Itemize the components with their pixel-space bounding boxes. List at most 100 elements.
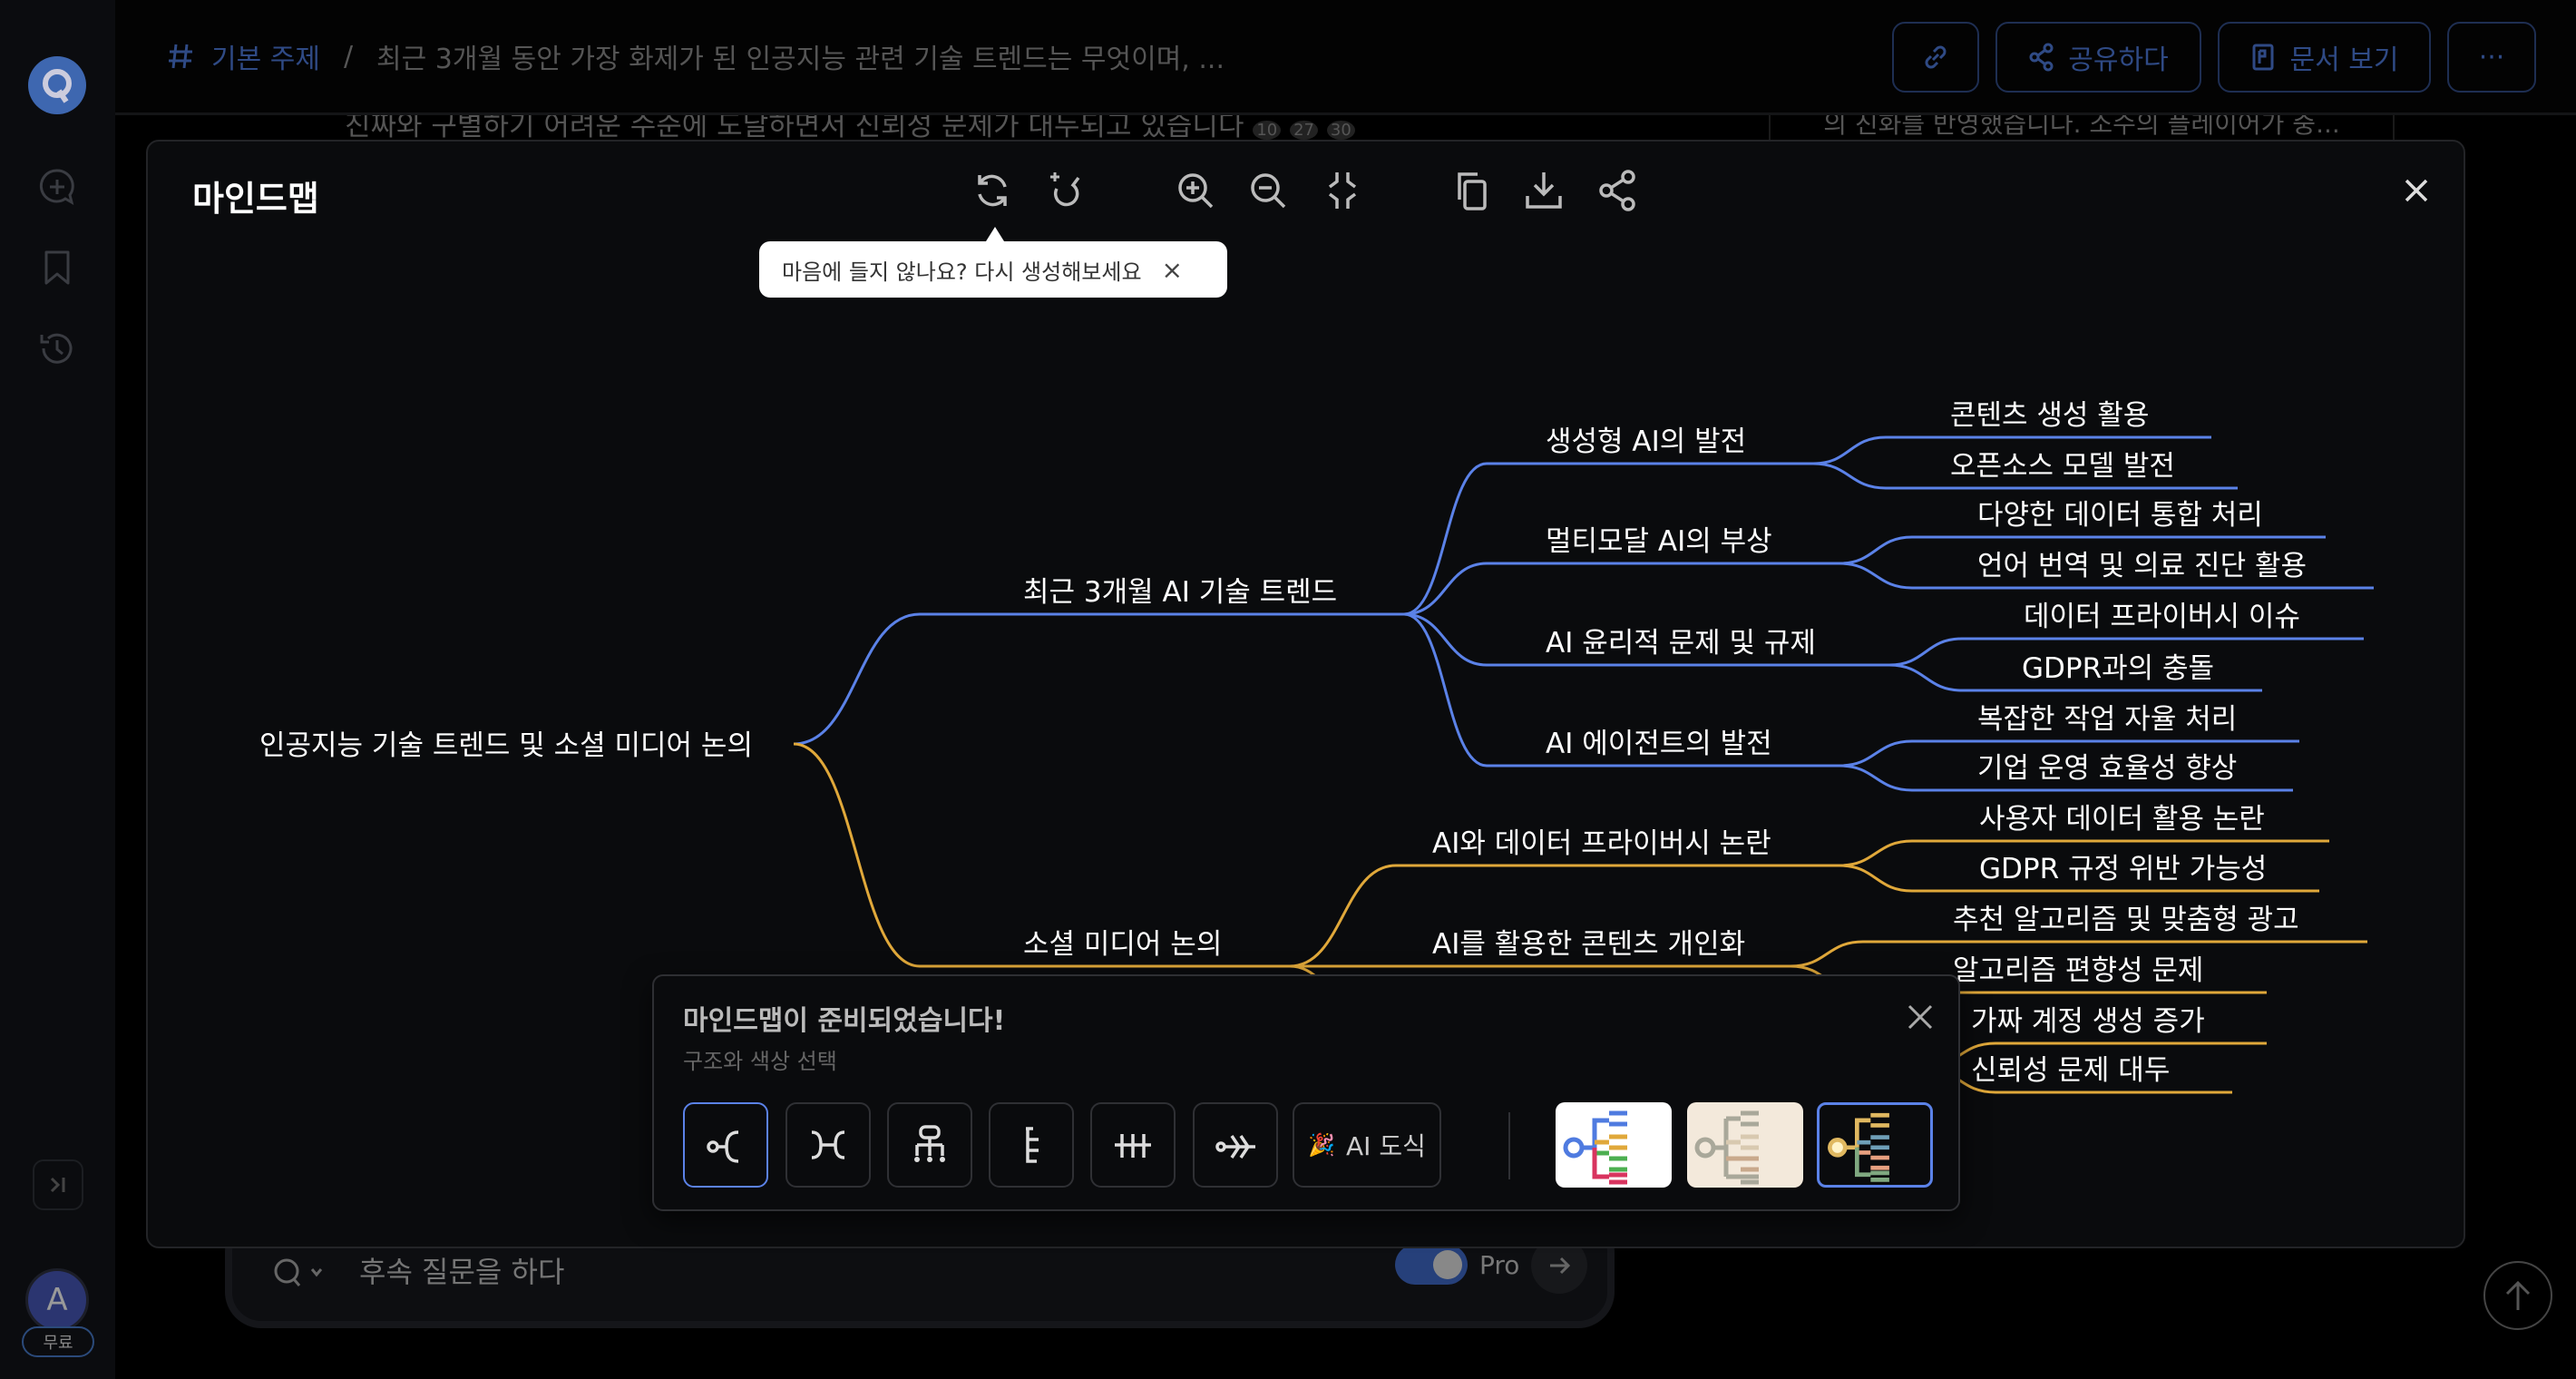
new-chat-icon[interactable] bbox=[36, 166, 78, 208]
top-bar bbox=[115, 0, 2576, 115]
mindmap-root-node[interactable]: 인공지능 기술 트렌드 및 소셜 미디어 논의 bbox=[259, 729, 753, 762]
magic-edit-icon[interactable] bbox=[1044, 169, 1088, 212]
tooltip-text: 마음에 들지 않나요? 다시 생성해보세요 bbox=[782, 259, 1142, 285]
mindmap-level1-node[interactable]: 최근 3개월 AI 기술 트렌드 bbox=[1023, 576, 1337, 609]
hashtag-icon bbox=[169, 44, 192, 69]
answer-line: 진짜와 구별하기 어려운 수준에 도달하면서 신뢰성 문제가 대두되고 있습니다 bbox=[345, 115, 1244, 140]
more-options-button[interactable]: ··· bbox=[2447, 22, 2536, 93]
fit-screen-icon[interactable] bbox=[1321, 169, 1364, 212]
layout-fishbone-icon bbox=[1215, 1135, 1255, 1159]
leaf-connector bbox=[1839, 764, 1913, 792]
theme-dark-selected[interactable] bbox=[1817, 1102, 1933, 1188]
mindmap-level2-node[interactable]: 멀티모달 AI의 부상 bbox=[1546, 525, 1772, 558]
share-label: 공유하다 bbox=[2068, 44, 2169, 76]
answer-text: 진짜와 구별하기 어려운 수준에 도달하면서 신뢰성 문제가 대두되고 있습니다… bbox=[345, 115, 1760, 140]
tooltip-close-icon[interactable]: × bbox=[1161, 254, 1184, 285]
layout-timeline-icon bbox=[1115, 1134, 1151, 1158]
regenerate-tooltip: 마음에 들지 않나요? 다시 생성해보세요 × bbox=[759, 227, 1227, 298]
leaf-connector bbox=[1790, 940, 1864, 968]
theme-dark-preview-icon bbox=[1828, 1112, 1889, 1182]
expand-sidebar-button[interactable] bbox=[33, 1159, 83, 1210]
layout-org-icon bbox=[914, 1125, 945, 1162]
avatar[interactable]: A bbox=[25, 1268, 89, 1332]
mindmap-leaf-node[interactable]: 복잡한 작업 자율 처리 bbox=[1977, 703, 2237, 736]
layout-timeline-button[interactable] bbox=[1090, 1102, 1176, 1188]
regenerate-icon[interactable] bbox=[971, 169, 1014, 212]
breadcrumb-separator: / bbox=[343, 40, 354, 73]
mindmap-level2-node[interactable]: AI 에이전트의 발전 bbox=[1546, 728, 1772, 760]
leaf-connector bbox=[1839, 535, 1913, 565]
ai-diagram-button[interactable]: 🎉AI 도식 bbox=[1293, 1102, 1441, 1188]
mindmap-level2-node[interactable]: 생성형 AI의 발전 bbox=[1546, 425, 1746, 458]
mindmap-leaf-node[interactable]: GDPR 규정 위반 가능성 bbox=[1979, 853, 2267, 885]
breadcrumb-topic[interactable]: 기본 주제 bbox=[211, 44, 320, 75]
mindmap-level2-node[interactable]: AI를 활용한 콘텐츠 개인화 bbox=[1432, 928, 1745, 961]
chevron-right-bar-icon bbox=[50, 1177, 65, 1193]
share-icon[interactable] bbox=[1596, 169, 1640, 212]
source-snippet: 의 진화를 반영했습니다. 소수의 플레이어가 중... bbox=[1823, 115, 2340, 139]
zoom-in-icon[interactable] bbox=[1174, 169, 1217, 212]
follow-up-input[interactable] bbox=[359, 1248, 1266, 1296]
subbranch-connector bbox=[1403, 462, 1488, 616]
layout-list-button[interactable] bbox=[989, 1102, 1074, 1188]
pro-toggle[interactable] bbox=[1395, 1245, 1468, 1285]
breadcrumb: 기본 주제 / 최근 3개월 동안 가장 화제가 된 인공지능 관련 기술 트렌… bbox=[166, 36, 1225, 76]
layout-fishbone-button[interactable] bbox=[1193, 1102, 1278, 1188]
mindmap-level2-node[interactable]: AI와 데이터 프라이버시 논란 bbox=[1432, 827, 1771, 860]
download-icon[interactable] bbox=[1522, 169, 1566, 212]
arrow-right-icon bbox=[1550, 1257, 1571, 1275]
citation[interactable]: 10 bbox=[1253, 121, 1282, 140]
logo-q-icon bbox=[43, 69, 72, 103]
copy-icon[interactable] bbox=[1450, 169, 1494, 212]
mindmap-leaf-node[interactable]: 알고리즘 편향성 문제 bbox=[1953, 954, 2203, 987]
mindmap-leaf-node[interactable]: 데이터 프라이버시 이슈 bbox=[2024, 601, 2300, 633]
mindmap-leaf-node[interactable]: 언어 번역 및 의료 진단 활용 bbox=[1977, 550, 2307, 582]
mindmap-leaf-node[interactable]: 추천 알고리즘 및 맞춤형 광고 bbox=[1953, 904, 2299, 936]
app-logo[interactable] bbox=[28, 56, 86, 114]
arrow-up-icon bbox=[2505, 1280, 2531, 1310]
mindmap-level1-node[interactable]: 소셜 미디어 논의 bbox=[1023, 928, 1222, 961]
citation[interactable]: 30 bbox=[1326, 121, 1355, 140]
mindmap-leaf-node[interactable]: 신뢰성 문제 대두 bbox=[1971, 1054, 2170, 1087]
share-button[interactable]: 공유하다 bbox=[1995, 22, 2201, 93]
layout-both-sides-button[interactable] bbox=[785, 1102, 871, 1188]
bookmark-icon[interactable] bbox=[36, 247, 78, 289]
leaf-connector bbox=[1839, 839, 1913, 867]
leaf-connector bbox=[1888, 637, 1963, 667]
mindmap-leaf-node[interactable]: 다양한 데이터 통합 처리 bbox=[1977, 499, 2263, 532]
subbranch-connector bbox=[1289, 864, 1397, 968]
zoom-out-icon[interactable] bbox=[1246, 169, 1290, 212]
mindmap-leaf-node[interactable]: GDPR과의 충돌 bbox=[2022, 652, 2214, 685]
leaf-connector bbox=[1839, 864, 1913, 893]
panel-divider bbox=[1508, 1112, 1510, 1179]
mindmap-leaf-node[interactable]: 오픈소스 모델 발전 bbox=[1950, 450, 2175, 483]
leaf-connector bbox=[1888, 663, 1963, 692]
search-mode-icon[interactable] bbox=[272, 1256, 327, 1292]
share-icon bbox=[2029, 43, 2054, 72]
view-document-label: 문서 보기 bbox=[2289, 44, 2399, 76]
theme-colorful-light[interactable] bbox=[1556, 1102, 1672, 1188]
source-card[interactable]: 의 진화를 반영했습니다. 소수의 플레이어가 중... bbox=[1769, 115, 2395, 140]
theme-beige[interactable] bbox=[1687, 1102, 1803, 1188]
history-icon[interactable] bbox=[36, 328, 78, 369]
copy-link-button[interactable] bbox=[1892, 22, 1979, 93]
mindmap-level2-node[interactable]: AI 윤리적 문제 및 규제 bbox=[1546, 627, 1816, 660]
party-popper-icon: 🎉 bbox=[1308, 1132, 1336, 1158]
mindmap-leaf-node[interactable]: 콘텐츠 생성 활용 bbox=[1950, 399, 2149, 432]
theme-beige-preview-icon bbox=[1694, 1110, 1759, 1185]
mindmap-leaf-node[interactable]: 기업 운영 효율성 향상 bbox=[1977, 752, 2237, 785]
citation[interactable]: 27 bbox=[1290, 121, 1319, 140]
panel-subtitle: 구조와 색상 선택 bbox=[683, 1049, 837, 1074]
mindmap-leaf-node[interactable]: 사용자 데이터 활용 논란 bbox=[1979, 803, 2265, 836]
view-document-button[interactable]: 문서 보기 bbox=[2218, 22, 2431, 93]
scroll-to-top-button[interactable] bbox=[2483, 1261, 2552, 1330]
mindmap-leaf-node[interactable]: 가짜 계정 생성 증가 bbox=[1971, 1005, 2205, 1038]
layout-org-chart-button[interactable] bbox=[887, 1102, 972, 1188]
layout-right-tree-button[interactable] bbox=[683, 1102, 768, 1188]
close-panel-icon[interactable] bbox=[1904, 1001, 1937, 1033]
plan-badge: 무료 bbox=[22, 1326, 94, 1357]
question-title: 최근 3개월 동안 가장 화제가 된 인공지능 관련 기술 트렌드는 무엇이며,… bbox=[376, 44, 1225, 75]
close-modal-icon[interactable] bbox=[2401, 175, 2432, 206]
branch-connector bbox=[793, 612, 921, 746]
